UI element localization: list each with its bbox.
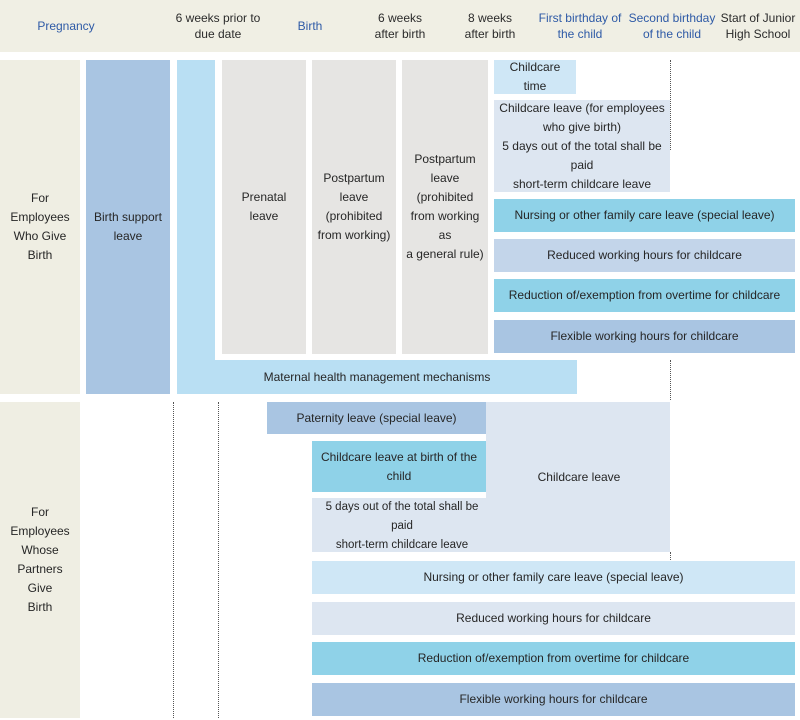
reduced-hours-bottom: Reduced working hours for childcare <box>312 602 795 635</box>
childcare-leave-label: Childcare leave <box>537 470 621 484</box>
overtime-exemption-top: Reduction of/exemption from overtime for… <box>494 279 795 312</box>
second-birthday-guide <box>670 552 671 562</box>
header-junior-high: Start of Junior High School <box>720 11 796 41</box>
maternal-health-vertical-bar <box>177 60 215 360</box>
nursing-care-leave-top: Nursing or other family care leave (spec… <box>494 199 795 232</box>
reduced-hours-top: Reduced working hours for childcare <box>494 239 795 272</box>
postpartum-leave-prohibited: Postpartum leave (prohibited from workin… <box>312 60 396 354</box>
childcare-time: Childcare time <box>494 60 576 94</box>
overtime-exemption-bottom: Reduction of/exemption from overtime for… <box>312 642 795 675</box>
header-six-weeks-after: 6 weeks after birth <box>374 11 426 41</box>
header-birth: Birth <box>297 19 323 33</box>
flexible-hours-bottom: Flexible working hours for childcare <box>312 683 795 716</box>
header-pregnancy: Pregnancy <box>37 19 95 33</box>
childcare-leave-birth-giver: Childcare leave (for employees who give … <box>494 100 670 192</box>
flexible-hours-top: Flexible working hours for childcare <box>494 320 795 353</box>
maternal-health-management: Maternal health management mechanisms <box>177 360 577 394</box>
second-birthday-guide <box>670 360 671 400</box>
birth-guide <box>218 402 219 718</box>
postpartum-leave-general-rule: Postpartum leave (prohibited from workin… <box>402 60 488 354</box>
timeline-header <box>0 0 800 52</box>
header-first-birthday: First birthday of the child <box>538 11 622 41</box>
childcare-leave-region-lower <box>312 498 670 552</box>
header-second-birthday: Second birthday of the child <box>628 11 716 41</box>
row-label-birth-givers: For Employees Who Give Birth <box>0 60 80 394</box>
nursing-care-leave-bottom: Nursing or other family care leave (spec… <box>312 561 795 594</box>
childcare-leave-at-birth: Childcare leave at birth of the child <box>312 441 486 492</box>
second-birthday-guide <box>670 60 671 150</box>
birth-support-leave: Birth support leave <box>86 60 170 394</box>
paid-short-term-note: 5 days out of the total shall be paid sh… <box>325 500 479 551</box>
header-eight-weeks-after: 8 weeks after birth <box>464 11 516 41</box>
six-weeks-prior-guide <box>173 402 174 718</box>
header-six-weeks-prior: 6 weeks prior to due date <box>175 11 261 41</box>
prenatal-leave: Prenatal leave <box>222 60 306 354</box>
paternity-leave: Paternity leave (special leave) <box>267 402 486 434</box>
row-label-partners: For Employees Whose Partners Give Birth <box>0 402 80 718</box>
